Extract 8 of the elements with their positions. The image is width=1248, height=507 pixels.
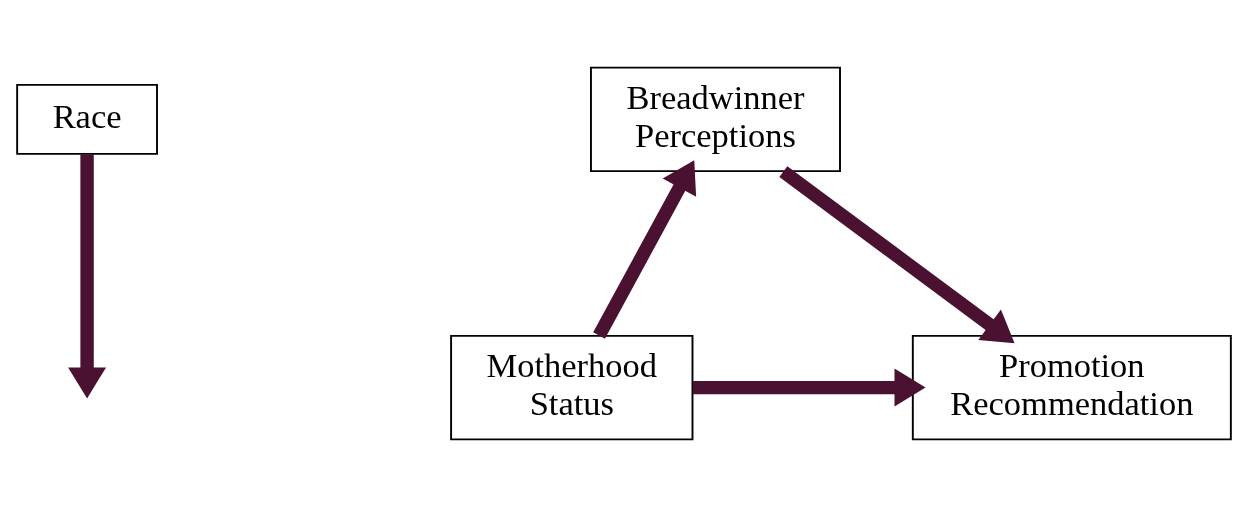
node-box: Promotion Recommendation	[911, 334, 1232, 441]
arrow	[779, 166, 1015, 344]
arrow	[68, 154, 107, 399]
node-box: Breadwinner Perceptions	[590, 66, 841, 173]
arrow	[692, 368, 926, 407]
node-box: Motherhood Status	[450, 334, 694, 441]
node-box: Race	[16, 83, 158, 155]
arrow	[593, 160, 697, 339]
